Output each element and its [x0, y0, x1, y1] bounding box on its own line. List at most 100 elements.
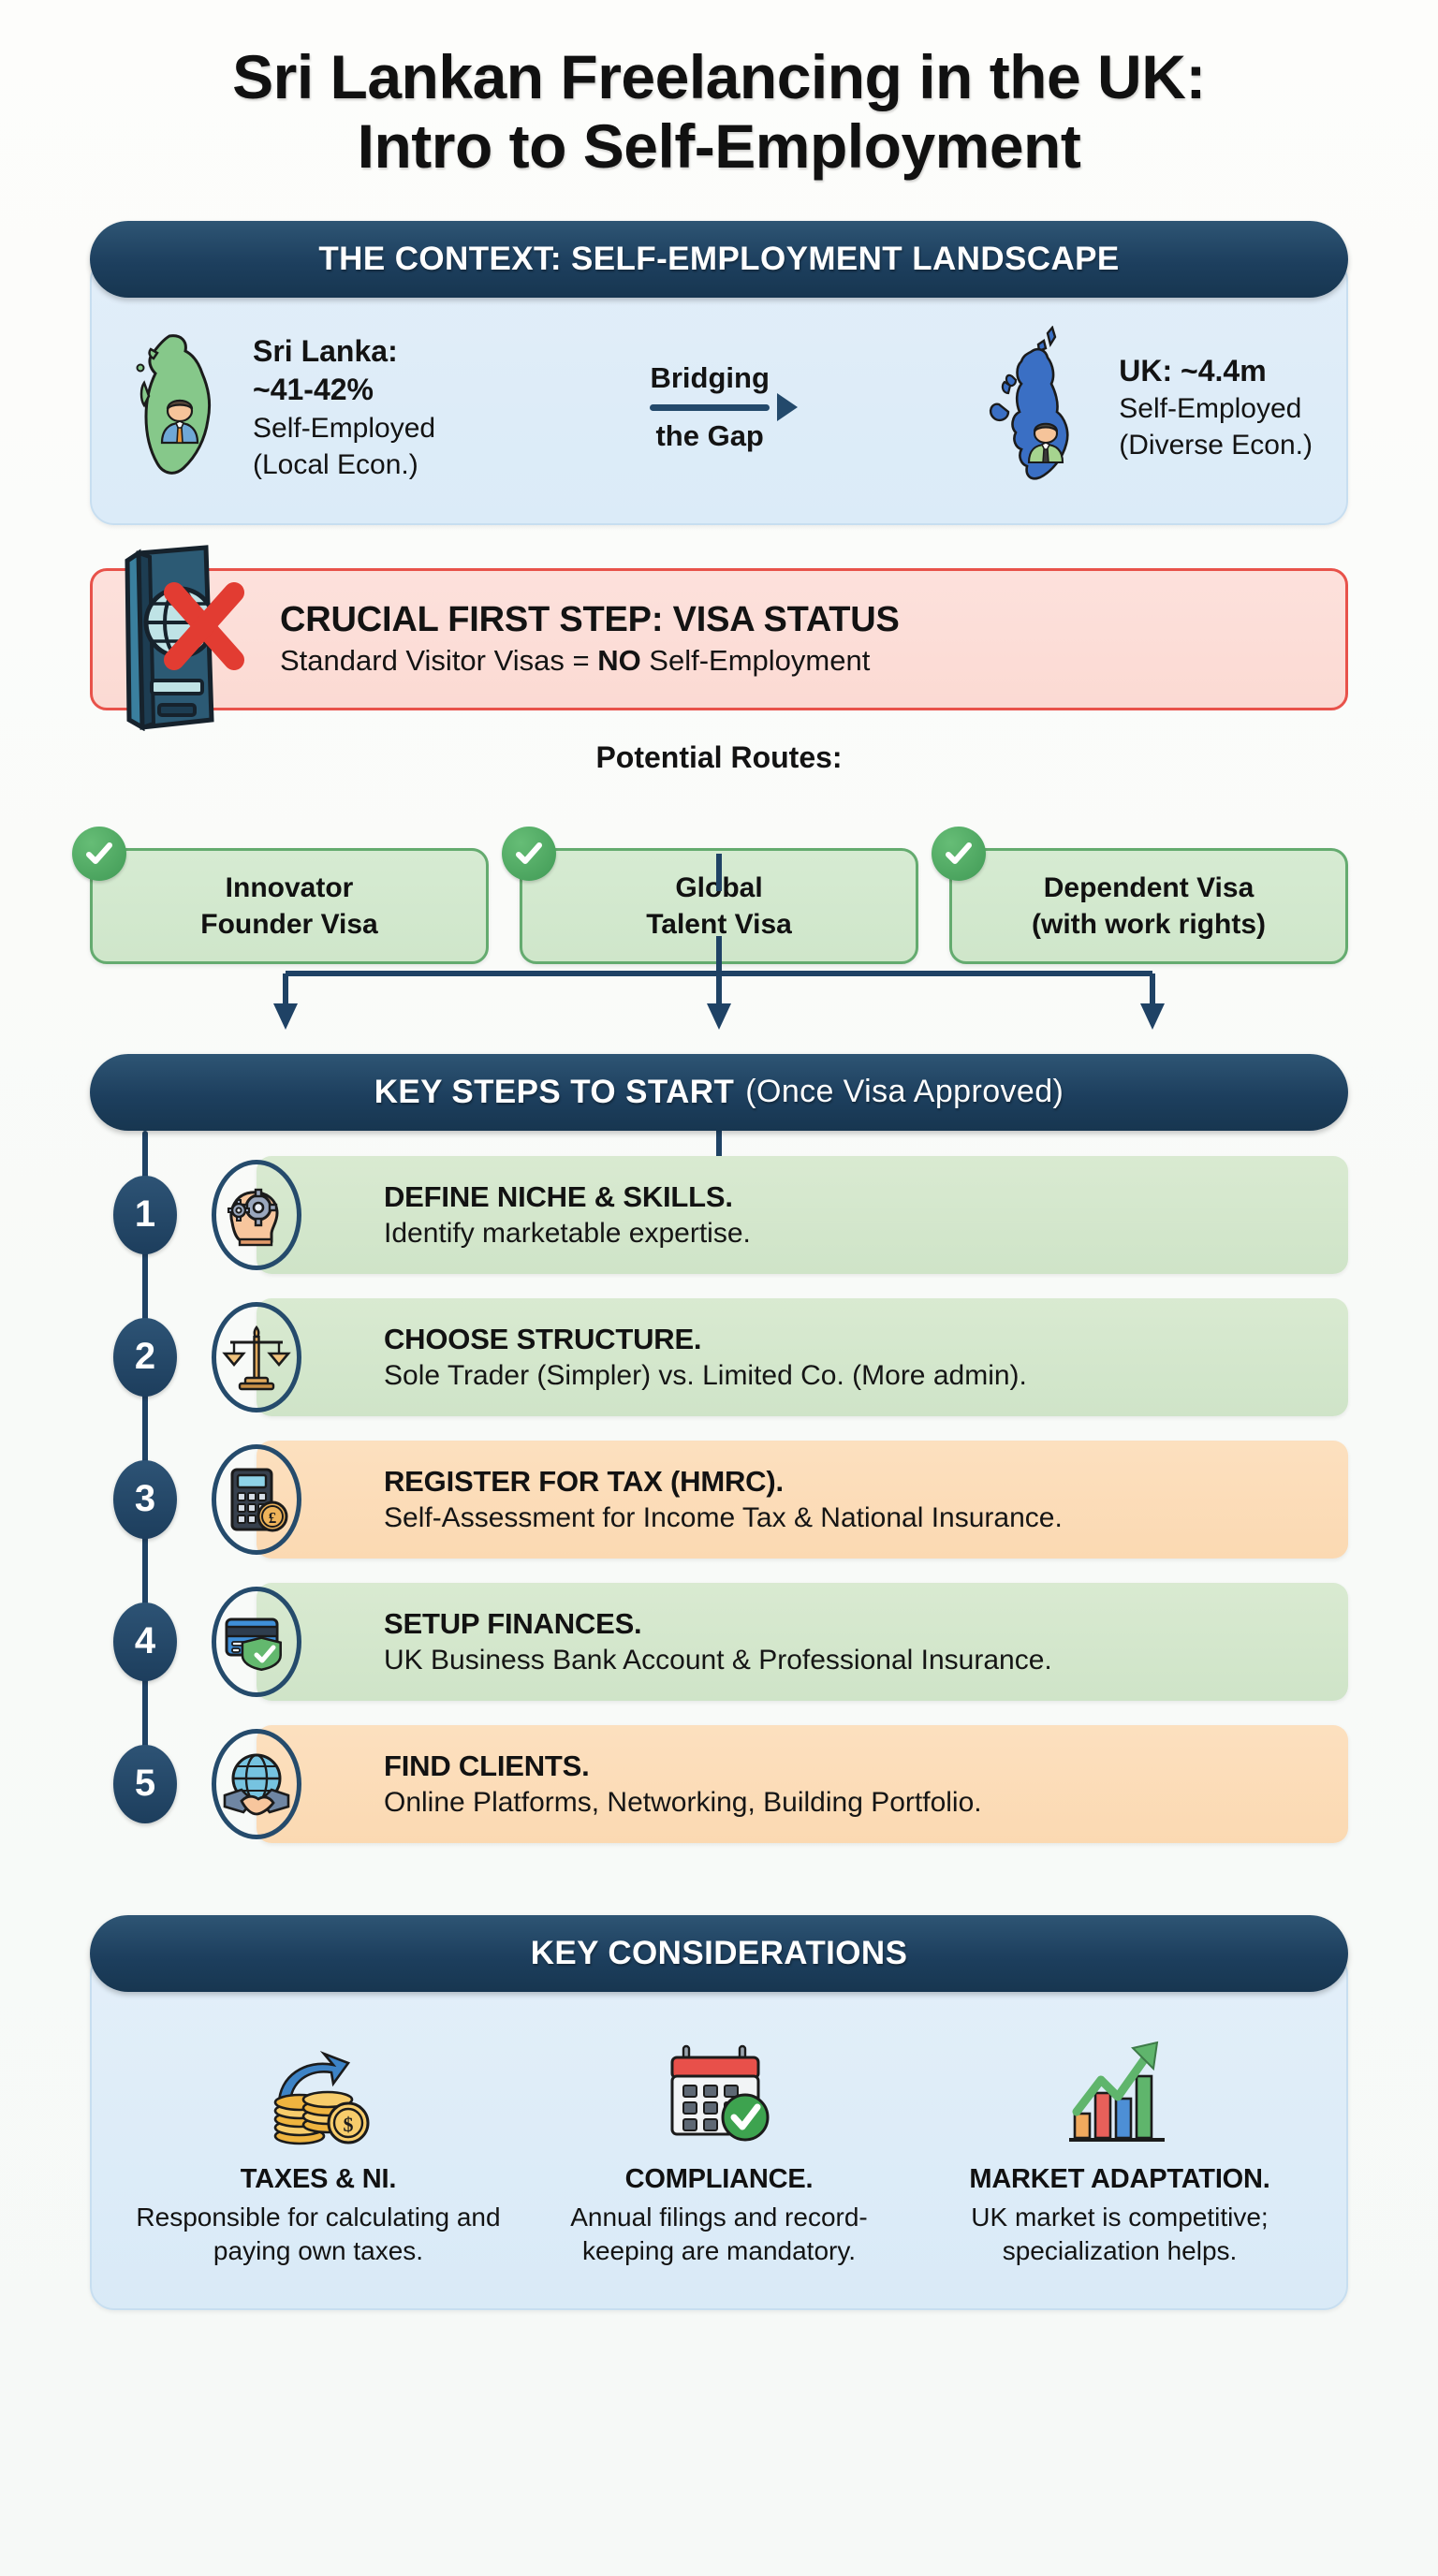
- bank-card-shield-icon: [212, 1586, 301, 1697]
- visa-routes-row: Innovator Founder Visa Global Talent Vis…: [72, 826, 1348, 964]
- step-title: CHOOSE STRUCTURE.: [384, 1322, 702, 1355]
- visa-warning-subtitle: Standard Visitor Visas = NO Self-Employm…: [280, 644, 900, 678]
- visa-warning-sub-pre: Standard Visitor Visas =: [280, 644, 598, 678]
- route-card-innovator-founder-visa[interactable]: Innovator Founder Visa: [72, 826, 489, 964]
- route-3-line1: Dependent Visa: [1043, 871, 1255, 903]
- route-card-label: Innovator Founder Visa: [200, 870, 378, 943]
- check-circle-icon: [932, 826, 986, 881]
- consideration-market-adaptation: MARKET ADAPTATION. UK market is competit…: [928, 2026, 1313, 2268]
- page-title-line2: Intro to Self-Employment: [357, 110, 1081, 181]
- route-card-dependent-visa[interactable]: Dependent Visa (with work rights): [932, 826, 1348, 964]
- step-row: 3 £ REGISTER FOR TAX (HMRC). S: [90, 1436, 1348, 1563]
- visa-warning-sub-post: Self-Employment: [640, 644, 871, 678]
- visa-warning-title: CRUCIAL FIRST STEP: VISA STATUS: [280, 600, 900, 640]
- consideration-desc: UK market is competitive; specialization…: [971, 2202, 1269, 2265]
- step-title: DEFINE NICHE & SKILLS.: [384, 1179, 733, 1213]
- step-desc: Sole Trader (Simpler) vs. Limited Co. (M…: [384, 1359, 1027, 1391]
- step-row: 2 CHOOSE STRUCTURE. Sole Trader (Simpler…: [90, 1294, 1348, 1421]
- consideration-desc: Annual filings and record-keeping are ma…: [570, 2202, 868, 2265]
- visa-warning-section: CRUCIAL FIRST STEP: VISA STATUS Standard…: [90, 545, 1348, 732]
- sri-lanka-block: Sri Lanka: ~41-42% Self-Employed (Local …: [125, 330, 435, 485]
- uk-block: UK: ~4.4m Self-Employed (Diverse Econ.): [984, 325, 1313, 490]
- visa-warning-box: CRUCIAL FIRST STEP: VISA STATUS Standard…: [90, 567, 1348, 710]
- uk-line1: Self-Employed: [1119, 393, 1302, 425]
- step-number: 2: [113, 1317, 177, 1397]
- sri-lanka-stat: ~41-42%: [253, 373, 374, 407]
- sri-lanka-line2: (Local Econ.): [253, 448, 418, 480]
- page-title: Sri Lankan Freelancing in the UK: Intro …: [90, 0, 1348, 182]
- key-considerations-section: KEY CONSIDERATIONS: [90, 1914, 1348, 2311]
- passport-denied-icon: [101, 544, 270, 736]
- growth-chart-icon: [928, 2026, 1313, 2149]
- route-card-global-talent-visa[interactable]: Global Talent Visa: [502, 826, 918, 964]
- sri-lanka-map-icon: [125, 330, 238, 485]
- potential-routes-label: Potential Routes:: [595, 739, 843, 774]
- route-card-label: Dependent Visa (with work rights): [1032, 870, 1266, 943]
- route-card-label: Global Talent Visa: [646, 870, 792, 943]
- consideration-title: COMPLIANCE.: [624, 2163, 814, 2194]
- step-title: REGISTER FOR TAX (HMRC).: [384, 1464, 784, 1498]
- route-1-line1: Innovator: [225, 871, 354, 903]
- consideration-compliance: COMPLIANCE. Annual filings and record-ke…: [527, 2026, 912, 2268]
- key-steps-list: 1: [90, 1130, 1348, 1848]
- step-title: SETUP FINANCES.: [384, 1606, 642, 1640]
- context-banner-label: THE CONTEXT: SELF-EMPLOYMENT LANDSCAPE: [318, 240, 1120, 277]
- step-band: SETUP FINANCES. UK Business Bank Account…: [257, 1582, 1348, 1701]
- step-number: 4: [113, 1602, 177, 1681]
- context-section: THE CONTEXT: SELF-EMPLOYMENT LANDSCAPE: [90, 220, 1348, 525]
- visa-warning-sub-bold: NO: [597, 644, 641, 678]
- key-steps-banner-sub: (Once Visa Approved): [745, 1074, 1064, 1110]
- step-band: DEFINE NICHE & SKILLS. Identify marketab…: [257, 1155, 1348, 1274]
- route-3-line2: (with work rights): [1032, 908, 1266, 940]
- sri-lanka-line1: Self-Employed: [253, 412, 436, 444]
- route-2-line2: Talent Visa: [646, 908, 792, 940]
- step-desc: Online Platforms, Networking, Building P…: [384, 1786, 982, 1818]
- sri-lanka-heading: Sri Lanka:: [253, 333, 398, 368]
- coins-arrow-icon: $: [126, 2026, 511, 2149]
- step-desc: Identify marketable expertise.: [384, 1217, 751, 1249]
- key-steps-banner-main: KEY STEPS TO START: [374, 1073, 735, 1110]
- sri-lanka-stats: Sri Lanka: ~41-42% Self-Employed (Local …: [253, 332, 435, 483]
- uk-stats: UK: ~4.4m Self-Employed (Diverse Econ.): [1119, 352, 1313, 464]
- bridging-the-gap: Bridging the Gap: [644, 360, 774, 455]
- route-2-line1: Global: [675, 871, 763, 903]
- step-row: 1: [90, 1151, 1348, 1279]
- step-number: 5: [113, 1744, 177, 1823]
- step-number: 1: [113, 1175, 177, 1254]
- consideration-desc: Responsible for calculating and paying o…: [136, 2202, 501, 2265]
- calendar-check-icon: [527, 2026, 912, 2149]
- check-circle-icon: [502, 826, 556, 881]
- step-desc: Self-Assessment for Income Tax & Nationa…: [384, 1501, 1063, 1533]
- page-title-line1: Sri Lankan Freelancing in the UK:: [232, 42, 1206, 111]
- right-arrow-icon: [650, 403, 770, 411]
- head-gears-icon: [212, 1159, 301, 1270]
- step-desc: UK Business Bank Account & Professional …: [384, 1644, 1052, 1676]
- step-row: 4 SETUP FINANCES. UK Business Bank Accou…: [90, 1578, 1348, 1705]
- route-1-line2: Founder Visa: [200, 908, 378, 940]
- consideration-title: MARKET ADAPTATION.: [969, 2163, 1270, 2194]
- uk-map-icon: [984, 325, 1104, 490]
- consideration-title: TAXES & NI.: [240, 2163, 397, 2194]
- key-considerations-body: $ TAXES & NI. Responsible for calculatin…: [90, 1950, 1348, 2311]
- consideration-taxes-ni: $ TAXES & NI. Responsible for calculatin…: [126, 2026, 511, 2268]
- scales-balance-icon: [212, 1301, 301, 1412]
- check-circle-icon: [72, 826, 126, 881]
- calculator-pound-icon: £: [212, 1443, 301, 1555]
- bridge-line2: the Gap: [655, 418, 764, 452]
- context-body: Sri Lanka: ~41-42% Self-Employed (Local …: [90, 256, 1348, 525]
- globe-handshake-icon: [212, 1728, 301, 1839]
- step-row: 5 FIND CLIENTS. Online Platforms, Networ…: [90, 1720, 1348, 1848]
- svg-text:£: £: [269, 1509, 277, 1527]
- key-considerations-banner: KEY CONSIDERATIONS: [90, 1914, 1348, 1992]
- bridge-line1: Bridging: [650, 361, 770, 395]
- svg-text:$: $: [344, 2113, 354, 2136]
- step-band: FIND CLIENTS. Online Platforms, Networki…: [257, 1724, 1348, 1843]
- uk-line2: (Diverse Econ.): [1119, 430, 1313, 461]
- context-banner: THE CONTEXT: SELF-EMPLOYMENT LANDSCAPE: [90, 220, 1348, 298]
- key-considerations-banner-label: KEY CONSIDERATIONS: [530, 1934, 908, 1971]
- step-number: 3: [113, 1459, 177, 1539]
- step-band: REGISTER FOR TAX (HMRC). Self-Assessment…: [257, 1440, 1348, 1559]
- key-steps-banner: KEY STEPS TO START (Once Visa Approved): [90, 1053, 1348, 1131]
- step-title: FIND CLIENTS.: [384, 1749, 590, 1782]
